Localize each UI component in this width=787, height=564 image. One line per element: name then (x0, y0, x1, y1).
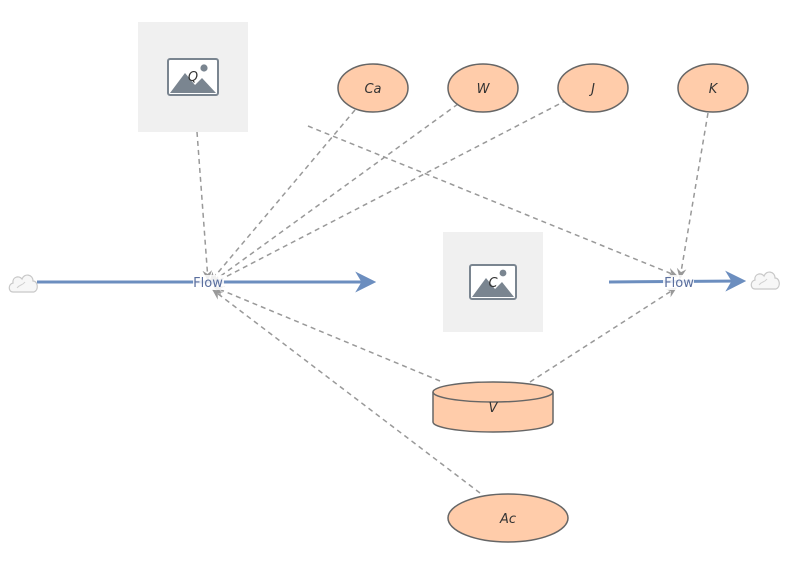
link-ca-to-flow-left (209, 109, 356, 283)
node-c[interactable]: C (443, 232, 543, 332)
flow-left[interactable]: Flow (37, 271, 377, 293)
flow-left-label: Flow (193, 276, 223, 291)
node-v-top (432, 391, 554, 403)
node-w-shape (447, 63, 519, 113)
node-ca-label: Ca (364, 82, 381, 97)
node-k-shape (677, 63, 749, 113)
image-placeholder-icon (469, 264, 517, 300)
link-to-flow-right (307, 125, 679, 277)
node-w[interactable]: W (447, 63, 519, 113)
flow-right-label-bg (663, 275, 694, 290)
node-w-label: W (477, 82, 491, 97)
flow-right[interactable]: Flow (608, 270, 747, 292)
image-placeholder-icon (167, 58, 219, 96)
node-ca[interactable]: Ca (337, 63, 409, 113)
link-v-to-flow-left (212, 286, 441, 382)
link-arrows (196, 99, 709, 494)
node-j-shape (557, 63, 629, 113)
node-q[interactable]: Q (138, 22, 248, 132)
node-c-label: C (488, 276, 498, 291)
node-k-label: K (709, 82, 719, 97)
node-j-label: J (588, 82, 595, 97)
node-k[interactable]: K (677, 63, 749, 113)
link-j-to-flow-left (210, 99, 568, 285)
link-k-to-flow-right (676, 112, 709, 280)
node-q-label: Q (188, 70, 198, 85)
flow-left-label-bg (193, 275, 224, 290)
node-v[interactable]: V (432, 381, 554, 433)
link-w-to-flow-left (210, 103, 459, 284)
node-v-shape (432, 381, 554, 433)
cloud-icon-left (8, 274, 38, 293)
flow-right-label: Flow (664, 276, 694, 291)
node-j[interactable]: J (557, 63, 629, 113)
link-q-to-flow-left (196, 131, 213, 282)
node-ac-label: Ac (499, 512, 516, 527)
cloud-icon-right (750, 271, 780, 290)
link-ac-to-flow-left (212, 289, 481, 494)
node-ac[interactable]: Ac (447, 493, 569, 543)
node-ca-shape (337, 63, 409, 113)
link-v-to-flow-right (529, 287, 678, 383)
node-ac-shape (447, 493, 569, 543)
node-v-label: V (489, 401, 499, 416)
